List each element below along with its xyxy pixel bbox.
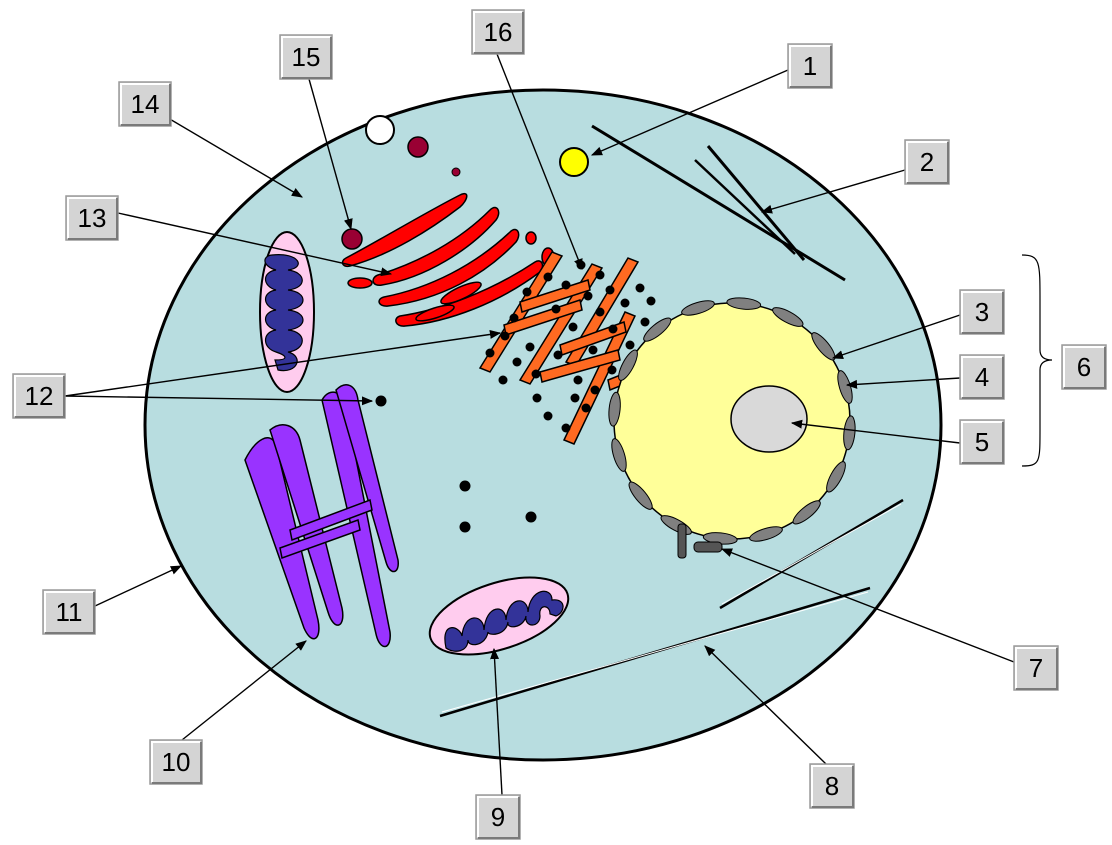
secretory-vesicle-large: [408, 137, 428, 157]
ribosome: [626, 341, 635, 350]
nucleus-brace: [1022, 255, 1052, 466]
ribosome: [562, 281, 571, 290]
label-box-7: 7: [1014, 646, 1058, 690]
ribosome: [596, 308, 605, 317]
ribosome: [569, 323, 578, 332]
ribosome: [554, 351, 563, 360]
label-number: 1: [803, 51, 817, 81]
label-number: 14: [131, 89, 160, 119]
label-box-3: 3: [960, 290, 1004, 334]
ribosome: [608, 366, 617, 375]
ribosome: [533, 394, 542, 403]
label-number: 9: [491, 802, 505, 832]
ribosome: [544, 273, 553, 282]
mitochondrion-upper: [260, 232, 314, 392]
label-box-2: 2: [905, 140, 949, 184]
label-number: 10: [162, 747, 191, 777]
ribosome: [589, 346, 598, 355]
label-number: 13: [78, 203, 107, 233]
nucleolus: [731, 386, 807, 452]
lysosome-vesicle: [342, 229, 362, 249]
label-number: 11: [56, 597, 83, 627]
leader-line: [95, 566, 181, 606]
label-box-10: 10: [150, 740, 202, 784]
ribosome: [647, 297, 656, 306]
label-number: 5: [975, 427, 989, 457]
leader-line: [182, 641, 306, 740]
label-box-13: 13: [66, 196, 118, 240]
ribosome: [510, 314, 519, 323]
ribosome: [532, 370, 541, 379]
ribosome: [486, 349, 495, 358]
label-box-5: 5: [960, 420, 1004, 464]
ribosome: [582, 404, 591, 413]
label-number: 8: [825, 771, 839, 801]
ribosome: [562, 424, 571, 433]
label-box-8: 8: [810, 764, 854, 808]
secretory-vesicle-small: [452, 168, 460, 176]
ribosome: [636, 284, 645, 293]
ribosome: [574, 376, 583, 385]
yellow-vesicle: [560, 148, 588, 176]
ribosome: [526, 343, 535, 352]
label-box-14: 14: [119, 82, 171, 126]
label-box-6: 6: [1062, 345, 1106, 389]
label-number: 6: [1077, 352, 1091, 382]
ribosome: [513, 358, 522, 367]
label-box-4: 4: [960, 355, 1004, 399]
ribosome: [544, 412, 553, 421]
label-box-15: 15: [280, 35, 332, 79]
ribosome: [606, 286, 615, 295]
ribosome: [571, 394, 580, 403]
ribosome: [501, 332, 510, 341]
membrane-notch: [366, 116, 394, 144]
label-number: 7: [1029, 653, 1043, 683]
ribosome: [596, 271, 605, 280]
label-number: 2: [920, 147, 934, 177]
ribosome: [621, 299, 630, 308]
label-number: 16: [484, 17, 513, 47]
label-box-9: 9: [476, 795, 520, 839]
label-number: 4: [975, 362, 989, 392]
ribosome: [523, 288, 532, 297]
label-number: 15: [292, 42, 321, 72]
ribosome: [609, 325, 618, 334]
ribosome: [641, 318, 650, 327]
label-box-1: 1: [788, 44, 832, 88]
ribosome: [584, 292, 593, 301]
label-box-12: 12: [13, 374, 65, 418]
ribosome: [591, 386, 600, 395]
ribosome: [499, 376, 508, 385]
label-box-11: 11: [43, 590, 95, 634]
label-number: 3: [975, 297, 989, 327]
label-number: 12: [25, 381, 54, 411]
label-box-16: 16: [472, 10, 524, 54]
ribosome: [552, 305, 561, 314]
